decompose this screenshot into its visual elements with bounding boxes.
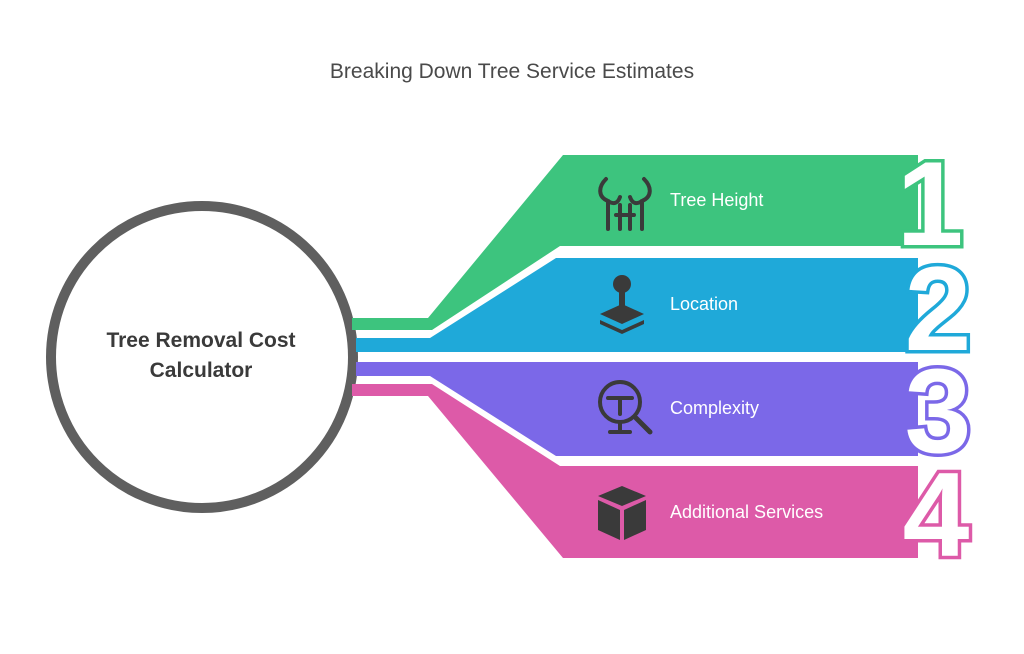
location-joystick-icon <box>600 275 644 334</box>
tree-height-icon <box>598 177 652 231</box>
item-1-label: Tree Height <box>670 190 763 210</box>
box-icon <box>598 486 646 540</box>
item-3: 3 Complexity <box>356 341 975 482</box>
item-4: 4 Additional Services <box>352 384 973 586</box>
center-circle <box>46 201 358 513</box>
item-3-number: 3 <box>905 344 972 478</box>
diagram-title: Breaking Down Tree Service Estimates <box>329 60 695 83</box>
item-4-number: 4 <box>903 448 970 582</box>
item-1: 1 Tree Height <box>352 134 967 330</box>
complexity-search-icon <box>598 380 653 435</box>
item-2-band <box>356 258 918 352</box>
item-2-label: Location <box>670 294 738 314</box>
item-1-band <box>352 155 918 330</box>
item-1-number: 1 <box>897 137 964 271</box>
item-2-number: 2 <box>905 242 972 376</box>
center-label-line2: Calculator <box>149 359 253 382</box>
item-2: 2 Location <box>356 239 975 380</box>
center-label: Tree Removal Cost Calculator <box>70 326 332 386</box>
item-3-label: Complexity <box>670 398 759 418</box>
item-4-band <box>352 384 918 558</box>
item-4-label: Additional Services <box>670 502 823 522</box>
center-label-line1: Tree Removal Cost <box>106 329 296 352</box>
